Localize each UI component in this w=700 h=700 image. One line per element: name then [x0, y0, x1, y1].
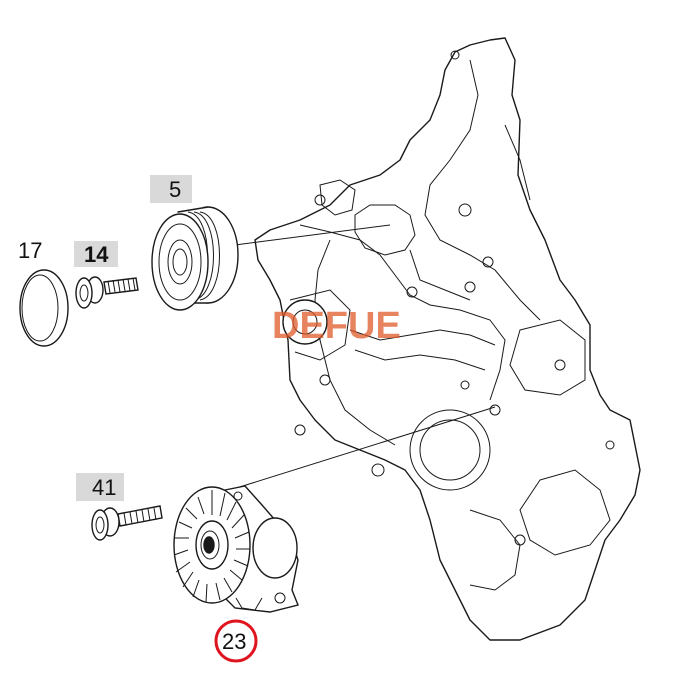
belt-tensioner-part[interactable]: [173, 485, 299, 613]
idler-pulley-part[interactable]: [151, 206, 239, 311]
callout-23[interactable]: 23: [222, 629, 246, 654]
callout-5-highlight: [150, 175, 192, 203]
bolt-part-14[interactable]: [75, 276, 139, 309]
timing-cover: [254, 37, 641, 641]
callout-14[interactable]: 14: [84, 242, 109, 267]
callout-41[interactable]: 41: [92, 475, 116, 500]
callout-5[interactable]: 5: [169, 177, 181, 202]
callout-17: 17: [18, 238, 42, 263]
leader-line-idler: [234, 224, 391, 246]
bolt-part-41[interactable]: [91, 505, 163, 541]
watermark-text: DEFUE: [272, 305, 401, 347]
callout-14-highlight: [74, 241, 118, 267]
callout-23-selection-ring: [214, 619, 258, 663]
cap-part[interactable]: [19, 269, 69, 347]
leader-line-tensioner: [229, 406, 496, 491]
callout-41-highlight: [76, 473, 124, 501]
